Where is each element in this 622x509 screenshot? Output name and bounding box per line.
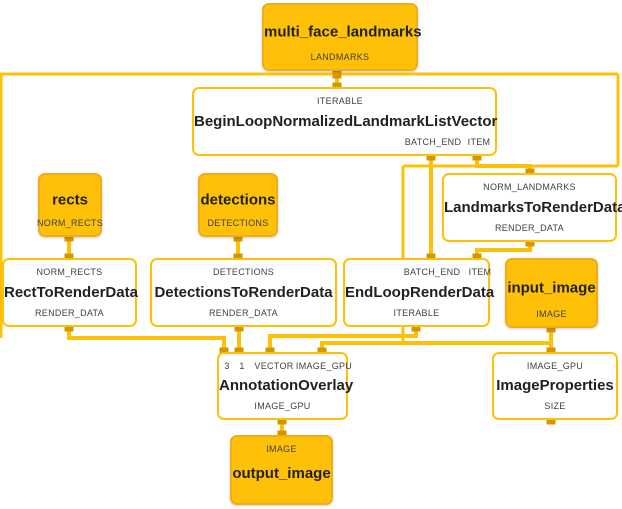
node-title: rects (52, 191, 88, 209)
node-begin-loop-normalized-landmark-list-vector[interactable]: ITERABLE BeginLoopNormalizedLandmarkList… (192, 87, 497, 156)
port-connector (411, 322, 421, 332)
port-label-iterable: ITERABLE (317, 96, 363, 106)
node-title: BeginLoopNormalizedLandmarkListVector (194, 112, 498, 130)
port-label-landmarks: LANDMARKS (310, 52, 370, 62)
port-connector (64, 322, 74, 332)
port-label-3: 3 (224, 361, 230, 371)
node-image-properties[interactable]: IMAGE_GPU ImageProperties SIZE (492, 352, 618, 420)
port-connector (332, 69, 342, 79)
node-detections[interactable]: detections DETECTIONS (198, 173, 278, 237)
node-title: output_image (232, 465, 331, 483)
node-title: RectToRenderData (4, 283, 138, 301)
port-connector (546, 415, 556, 425)
port-connector (64, 232, 74, 242)
node-title: multi_face_landmarks (264, 23, 422, 41)
port-label-detections: DETECTIONS (207, 218, 269, 228)
node-title: EndLoopRenderData (345, 283, 495, 301)
port-label-batch-end: BATCH_END (403, 267, 461, 277)
edge-rect_to_render_data-annotation_overlay[interactable] (67, 325, 226, 354)
port-label-render-data: RENDER_DATA (209, 308, 278, 318)
node-input-image[interactable]: input_image IMAGE (505, 258, 598, 328)
port-label-image: IMAGE (266, 444, 297, 454)
node-end-loop-render-data[interactable]: BATCH_END ITEM EndLoopRenderData ITERABL… (343, 258, 495, 327)
node-title: DetectionsToRenderData (154, 283, 333, 301)
port-connector (472, 151, 482, 161)
port-label-batch-end: BATCH_END (404, 137, 462, 147)
port-label-image-gpu: IMAGE_GPU (295, 361, 353, 371)
node-annotation-overlay[interactable]: 3 1 VECTOR IMAGE_GPU AnnotationOverlay I… (217, 352, 354, 420)
node-title: ImageProperties (496, 376, 614, 394)
port-label-image: IMAGE (536, 309, 567, 319)
node-multi-face-landmarks[interactable]: multi_face_landmarks LANDMARKS (262, 3, 422, 71)
port-label-iterable: ITERABLE (393, 308, 440, 318)
port-connector (426, 151, 436, 161)
edge-input_image-annotation_overlay[interactable] (320, 326, 553, 354)
port-label-1: 1 (239, 361, 245, 371)
port-label-item: ITEM (467, 137, 491, 147)
node-rects[interactable]: rects NORM_RECTS (36, 173, 104, 237)
port-connector (546, 323, 556, 333)
node-detections-to-render-data[interactable]: DETECTIONS DetectionsToRenderData RENDER… (150, 258, 337, 327)
port-label-render-data: RENDER_DATA (35, 308, 104, 318)
port-connector (525, 237, 535, 247)
node-landmarks-to-render-data[interactable]: NORM_LANDMARKS LandmarksToRenderData REN… (442, 173, 622, 242)
port-label-norm-landmarks: NORM_LANDMARKS (483, 182, 576, 192)
node-rect-to-render-data[interactable]: NORM_RECTS RectToRenderData RENDER_DATA (2, 258, 138, 327)
port-label-render-data: RENDER_DATA (495, 223, 564, 233)
edge-landmarks_to_render_data-end_loop_render_data[interactable] (475, 240, 532, 260)
port-connector (233, 232, 243, 242)
node-title: input_image (507, 279, 596, 297)
port-label-vector: VECTOR (254, 361, 294, 371)
node-title: AnnotationOverlay (219, 376, 354, 394)
port-label-size: SIZE (544, 401, 566, 411)
port-label-norm-rects: NORM_RECTS (36, 267, 103, 277)
node-title: detections (200, 191, 276, 209)
port-connector (277, 415, 287, 425)
port-label-detections: DETECTIONS (212, 267, 275, 277)
node-output-image[interactable]: IMAGE output_image (230, 435, 333, 505)
node-title: LandmarksToRenderData (444, 198, 622, 216)
port-label-item: ITEM (468, 267, 492, 277)
port-label-image-gpu: IMAGE_GPU (526, 361, 584, 371)
port-label-image-gpu-out: IMAGE_GPU (254, 401, 311, 411)
edge-end_loop_render_data-annotation_overlay[interactable] (268, 325, 418, 354)
port-label-norm-rects: NORM_RECTS (36, 218, 104, 228)
port-connector (234, 322, 244, 332)
